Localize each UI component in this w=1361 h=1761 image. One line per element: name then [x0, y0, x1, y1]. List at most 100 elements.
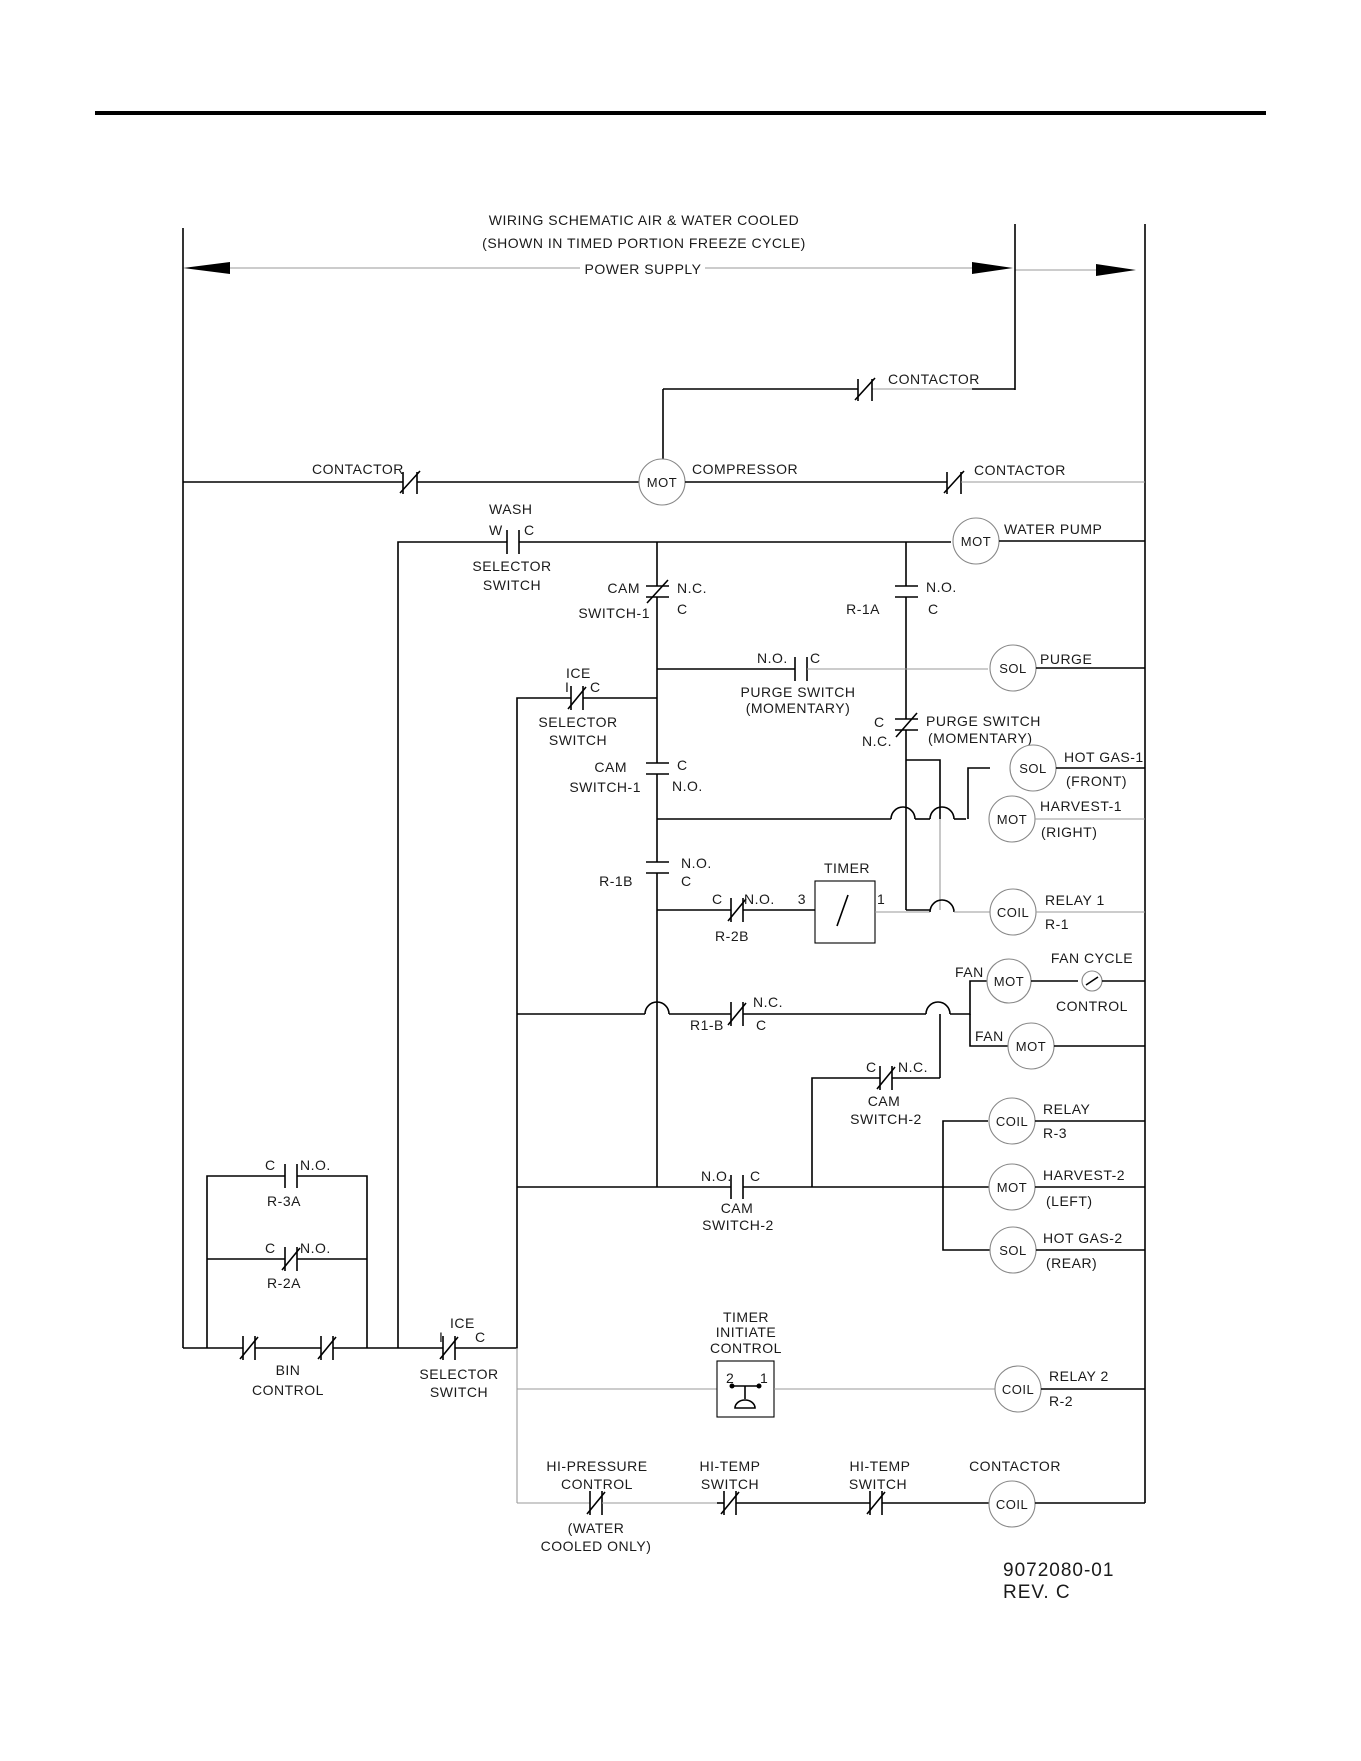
- cam-sw2-nc-label: N.C.: [898, 1059, 928, 1075]
- contactor-label-3: CONTACTOR: [974, 462, 1066, 478]
- ice-label-2: ICE: [450, 1315, 475, 1331]
- purge-label: PURGE: [1040, 651, 1092, 667]
- r2b-c-label: C: [712, 891, 723, 907]
- relay-3-r3-label: R-3: [1043, 1125, 1067, 1141]
- cam-sw2-lower-no: N.O.: [701, 1168, 732, 1184]
- fan-cycle-control-label: CONTROL: [1056, 998, 1128, 1014]
- relay-3-label: RELAY: [1043, 1101, 1091, 1117]
- r1-b-c-label: C: [756, 1017, 767, 1033]
- timer-relay-1-branch: C N.O. R-2B TIMER 3 1 COIL RELAY 1 R-1: [657, 860, 1145, 944]
- r1a-c-label: C: [928, 601, 939, 617]
- cam-sw2-lower-cam: CAM: [721, 1200, 754, 1216]
- power-supply-label: POWER SUPPLY: [585, 261, 702, 277]
- compressor-label: COMPRESSOR: [692, 461, 798, 477]
- wash-switch-label: SWITCH: [483, 577, 541, 593]
- relay-1-coil-text: COIL: [997, 905, 1029, 920]
- wash-selector-label: SELECTOR: [472, 558, 551, 574]
- purge-switch-2-label: PURGE SWITCH: [926, 713, 1041, 729]
- relay-2-label: RELAY 2: [1049, 1368, 1109, 1384]
- ice-i-label-2: I: [439, 1329, 443, 1345]
- harvest-1-motor-text: MOT: [997, 812, 1027, 827]
- timer-terminal-3: 3: [798, 891, 806, 907]
- ice-selector-label-2: SELECTOR: [419, 1366, 498, 1382]
- r1a-label: R-1A: [846, 601, 880, 617]
- r2b-no-label: N.O.: [744, 891, 775, 907]
- part-number: 9072080-01: [1003, 1560, 1114, 1581]
- cam-sw2-c-label: C: [866, 1059, 877, 1075]
- timer-initiate-label-2: INITIATE: [716, 1324, 777, 1340]
- hi-temp-switch-label-2: SWITCH: [849, 1476, 907, 1492]
- purge-solenoid-text: SOL: [999, 661, 1027, 676]
- purge-switch-2-c-label: C: [874, 714, 885, 730]
- r2a-no-label: N.O.: [300, 1240, 331, 1256]
- timer: [814, 880, 876, 944]
- compressor-motor-text: MOT: [647, 475, 677, 490]
- cam-switch-2-upper: C N.C. CAM SWITCH-2: [811, 1059, 940, 1187]
- hot-gas-2-rear: (REAR): [1046, 1255, 1097, 1271]
- fan-label-2: FAN: [975, 1028, 1004, 1044]
- hi-temp-label-2: HI-TEMP: [849, 1458, 910, 1474]
- power-supply-indicator: POWER SUPPLY: [183, 261, 1136, 277]
- relay-2-r2-label: R-2: [1049, 1393, 1073, 1409]
- r1b-label: R-1B: [599, 873, 633, 889]
- bin-control-label: CONTROL: [252, 1382, 324, 1398]
- purge-switch-label: PURGE SWITCH: [741, 684, 856, 700]
- ice-c-label-1: C: [590, 679, 601, 695]
- contactor-label-1: CONTACTOR: [888, 371, 980, 387]
- hot-gas-2-label: HOT GAS-2: [1043, 1230, 1123, 1246]
- ice-switch-label-2: SWITCH: [430, 1384, 488, 1400]
- r1-b-label: R1-B: [690, 1017, 724, 1033]
- ice-label-1: ICE: [566, 665, 591, 681]
- purge-branch: N.O. C PURGE SWITCH (MOMENTARY) SOL PURG…: [657, 644, 1145, 716]
- hot-gas-1-solenoid-text: SOL: [1019, 761, 1047, 776]
- r1b-c-label: C: [681, 873, 692, 889]
- hi-pressure-water-label: (WATER: [568, 1520, 625, 1536]
- cam-sw2-lower-switch: SWITCH-2: [702, 1217, 774, 1233]
- harvest-1-label: HARVEST-1: [1040, 798, 1122, 814]
- bin-label: BIN: [276, 1362, 301, 1378]
- r1a-no-label: N.O.: [926, 579, 957, 595]
- r2a-label: R-2A: [267, 1275, 301, 1291]
- bin-control-block: C N.O. R-3A C N.O. R-2A BIN CONTROL ICE …: [183, 1157, 518, 1400]
- cam-sw2-cam-label: CAM: [868, 1093, 901, 1109]
- harvest-2-label: HARVEST-2: [1043, 1167, 1125, 1183]
- fan-cycle-label: FAN CYCLE: [1051, 950, 1133, 966]
- cam-no-label-2: N.O.: [672, 778, 703, 794]
- purge-switch-2-momentary: (MOMENTARY): [928, 730, 1033, 746]
- fan-branch: R1-B N.C. C FAN FAN MOT FAN CYCLE CONTRO…: [517, 950, 1145, 1078]
- hi-temp-label-1: HI-TEMP: [699, 1458, 760, 1474]
- fan-motor-2-text: MOT: [1016, 1039, 1046, 1054]
- hot-gas-1-label: HOT GAS-1: [1064, 749, 1144, 765]
- relay-1-r1-label: R-1: [1045, 916, 1069, 932]
- relay-2-coil-text: COIL: [1002, 1382, 1034, 1397]
- purge-switch-2-nc-label: N.C.: [862, 733, 892, 749]
- r3a-label: R-3A: [267, 1193, 301, 1209]
- contactor-coil-branch: HI-PRESSURE CONTROL (WATER COOLED ONLY) …: [517, 1458, 1145, 1554]
- cam-switch-1-column: CAM SWITCH-1 N.C. C CAM SWITCH-1 C N.O. …: [569, 542, 711, 1187]
- r2a-c-label: C: [265, 1240, 276, 1256]
- r1-b-nc-label: N.C.: [753, 994, 783, 1010]
- hi-pressure-label: HI-PRESSURE: [546, 1458, 647, 1474]
- r1a-column: R-1A N.O. C C N.C. PURGE SWITCH (MOMENTA…: [846, 542, 1041, 910]
- purge-switch-c-label: C: [810, 650, 821, 666]
- timer-terminal-1: 1: [877, 891, 885, 907]
- hi-temp-switch-label-1: SWITCH: [701, 1476, 759, 1492]
- harvest-2-motor-text: MOT: [997, 1180, 1027, 1195]
- timer-label: TIMER: [824, 860, 870, 876]
- timer-initiate-label-1: TIMER: [723, 1309, 769, 1325]
- ice-switch-label-1: SWITCH: [549, 732, 607, 748]
- wash-c-label: C: [524, 522, 535, 538]
- purge-switch-momentary: (MOMENTARY): [746, 700, 851, 716]
- cam-label-2: CAM: [594, 759, 627, 775]
- cam-sw2-lower-c: C: [750, 1168, 761, 1184]
- harvest-2-left: (LEFT): [1046, 1193, 1093, 1209]
- contactor-coil-text: COIL: [996, 1497, 1028, 1512]
- cam-nc-label-1: N.C.: [677, 580, 707, 596]
- revision: REV. C: [1003, 1582, 1071, 1603]
- ice-c-label-2: C: [475, 1329, 486, 1345]
- r3a-no-label: N.O.: [300, 1157, 331, 1173]
- cam-switch-1-label-2: SWITCH-1: [569, 779, 641, 795]
- hot-gas-1-front: (FRONT): [1066, 773, 1127, 789]
- timer-initiate-label-3: CONTROL: [710, 1340, 782, 1356]
